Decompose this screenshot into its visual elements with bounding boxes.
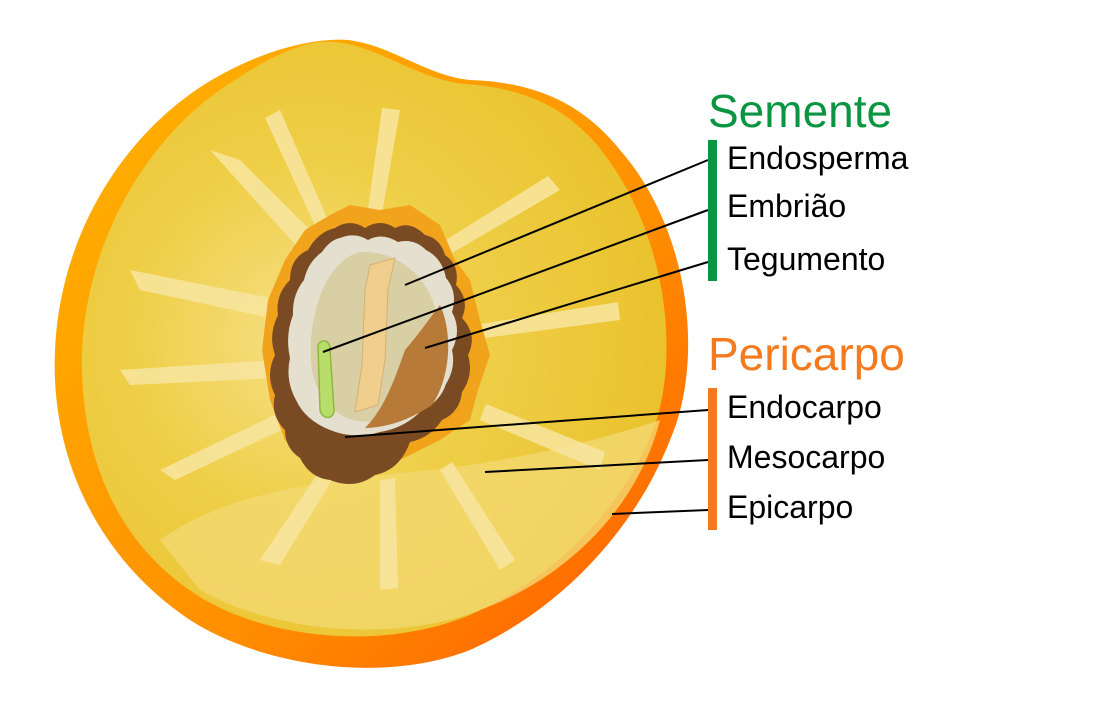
leader-endosperma [404, 159, 709, 286]
label-endosperma: Endosperma [727, 140, 909, 176]
label-embriao: Embrião [727, 188, 846, 224]
cotyledon [354, 257, 396, 413]
pericarp-title: Pericarpo [708, 328, 905, 380]
mesocarp-cut-surface [160, 420, 660, 630]
leader-tegumento [424, 261, 709, 349]
tegument [365, 305, 449, 428]
label-endocarpo: Endocarpo [727, 389, 882, 425]
label-epicarpo: Epicarpo [727, 489, 853, 525]
leader-lines [322, 159, 709, 515]
leader-epicarpo [611, 509, 709, 515]
leader-mesocarpo [484, 459, 709, 473]
label-mesocarpo: Mesocarpo [727, 439, 885, 475]
label-tegumento: Tegumento [727, 241, 885, 277]
seed-title: Semente [708, 85, 892, 137]
embryo [317, 340, 335, 419]
leader-endocarpo [344, 409, 709, 438]
mesocarp-fibers [120, 108, 620, 590]
pericarp-bracket [708, 388, 717, 530]
leader-embriao [322, 209, 709, 353]
seed-bracket [708, 140, 717, 281]
